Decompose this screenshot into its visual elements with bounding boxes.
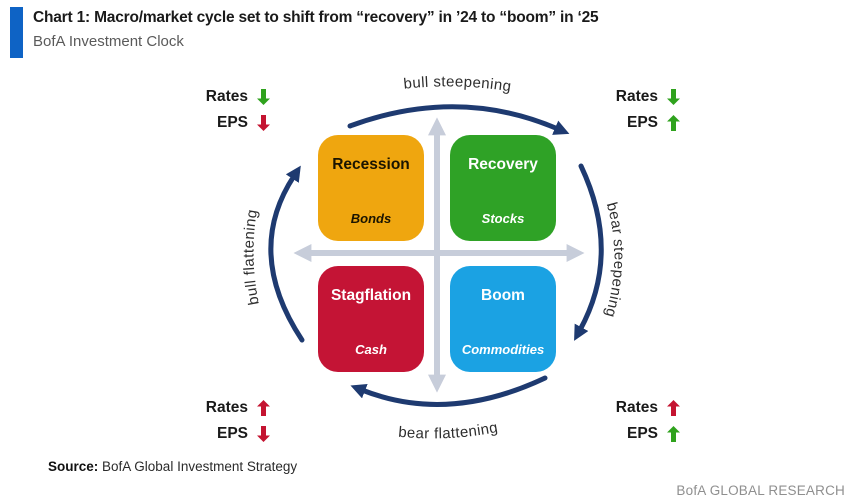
quadrant-name: Recovery [468, 156, 538, 173]
cycle-arrow-top [347, 104, 570, 135]
eps-row: EPS [148, 421, 270, 447]
rates-arrow-icon [667, 400, 680, 416]
eps-label: EPS [626, 114, 658, 131]
eps-arrow-icon [257, 426, 270, 442]
rates-arrow-icon [257, 89, 270, 105]
source-text: BofA Global Investment Strategy [98, 459, 298, 474]
quadrant-boom: Boom Commodities [450, 266, 556, 372]
eps-label: EPS [216, 425, 248, 442]
quadrant-recession: Recession Bonds [318, 135, 424, 241]
indicator-bottom-left: Rates EPS [148, 395, 270, 447]
svg-text:bull steepening: bull steepening [403, 73, 513, 95]
rates-label: Rates [615, 88, 658, 105]
cycle-arrow-bottom [350, 375, 548, 407]
transition-label-top: bull steepening [403, 73, 512, 95]
eps-label: EPS [626, 425, 658, 442]
rates-row: Rates [148, 84, 270, 110]
rates-label: Rates [205, 88, 248, 105]
eps-row: EPS [558, 421, 680, 447]
svg-text:bear steepening: bear steepening [601, 200, 627, 319]
rates-arrow-icon [257, 400, 270, 416]
svg-text:bear flattening: bear flattening [398, 419, 500, 442]
rates-row: Rates [558, 84, 680, 110]
transition-label-bottom: bear flattening [398, 419, 499, 442]
eps-arrow-icon [257, 115, 270, 131]
chart-subtitle: BofA Investment Clock [33, 33, 184, 50]
indicator-bottom-right: Rates EPS [558, 395, 680, 447]
rates-row: Rates [148, 395, 270, 421]
transition-label-left: bull flattening [240, 208, 262, 306]
quadrant-name: Recession [332, 156, 410, 173]
chart-title: Chart 1: Macro/market cycle set to shift… [33, 9, 599, 26]
title-accent-bar [10, 7, 23, 58]
rates-label: Rates [615, 399, 658, 416]
source-label: Source: [48, 459, 99, 474]
rates-row: Rates [558, 395, 680, 421]
quadrant-asset: Commodities [461, 342, 545, 357]
quadrant-asset: Cash [355, 342, 387, 357]
rates-label: Rates [205, 399, 248, 416]
quadrant-asset: Bonds [350, 211, 392, 226]
quadrant-name: Stagflation [330, 287, 412, 304]
indicator-top-right: Rates EPS [558, 84, 680, 136]
transition-label-right: bear steepening [601, 200, 626, 319]
eps-arrow-icon [667, 115, 680, 131]
quadrant-stagflation: Stagflation Cash [318, 266, 424, 372]
quadrant-asset: Stocks [481, 211, 525, 226]
indicator-top-left: Rates EPS [148, 84, 270, 136]
cycle-arrow-left [268, 165, 305, 343]
quadrant-name: Boom [481, 287, 525, 304]
eps-row: EPS [558, 110, 680, 136]
source-note: Source: BofA Global Investment Strategy [48, 459, 297, 474]
svg-text:bull flattening: bull flattening [240, 208, 262, 306]
eps-row: EPS [148, 110, 270, 136]
brand-footer: BofA GLOBAL RESEARCH [676, 483, 845, 498]
eps-label: EPS [216, 114, 248, 131]
cycle-arrow-right [574, 163, 604, 341]
quadrant-recovery: Recovery Stocks [450, 135, 556, 241]
rates-arrow-icon [667, 89, 680, 105]
eps-arrow-icon [667, 426, 680, 442]
